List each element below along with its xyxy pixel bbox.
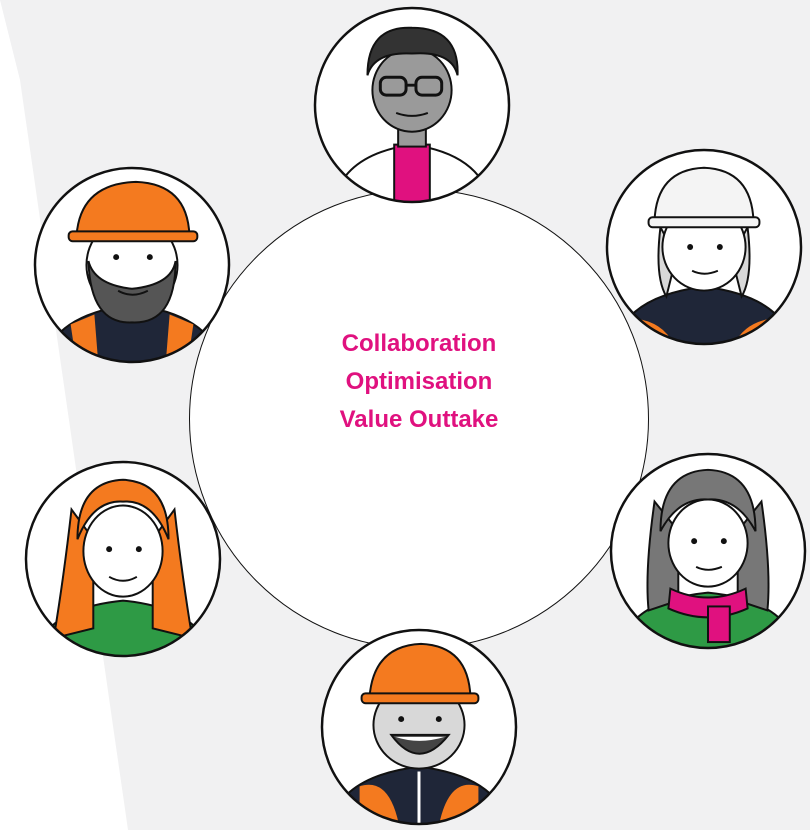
worker-white-hardhat-icon <box>605 148 803 346</box>
woman-orange-hair-icon <box>24 460 222 658</box>
laughing-worker-hardhat-icon <box>320 628 518 826</box>
person-glasses-icon <box>313 6 511 204</box>
label-optimisation: Optimisation <box>345 368 493 395</box>
center-text: Collaboration Optimisation Value Outtake <box>189 325 649 439</box>
label-collaboration: Collaboration <box>341 330 497 357</box>
label-value-outtake: Value Outtake <box>339 406 499 433</box>
bearded-worker-hardhat-icon <box>33 166 231 364</box>
center-circle <box>189 189 649 649</box>
woman-pink-scarf-icon <box>609 452 807 650</box>
